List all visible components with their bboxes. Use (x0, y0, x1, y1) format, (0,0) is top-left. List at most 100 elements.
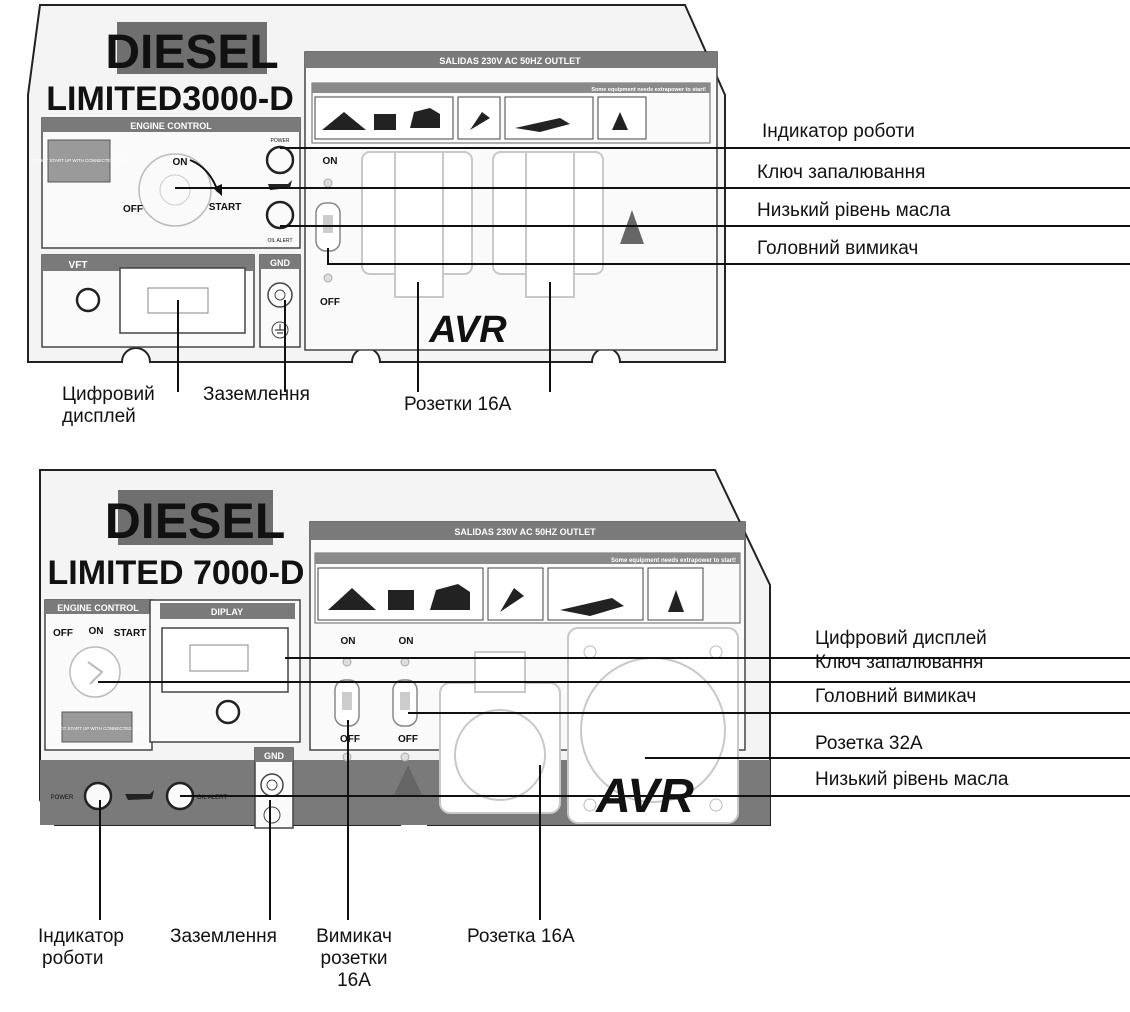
callout-socket-switch-2-line3: 16A (337, 970, 371, 991)
panel2-breaker2-off: OFF (398, 734, 418, 745)
panel1-equipment-icons-3 (504, 96, 594, 140)
callout-socket-switch-2-line1: Вимикач (316, 926, 392, 947)
panel1-ignition-key-core (159, 174, 191, 206)
panel2-digital-display-screen (189, 644, 249, 672)
panel2-model: LIMITED 7000-D (48, 554, 305, 592)
panel1-ground-symbol (275, 324, 285, 334)
callout-main-switch-2: Головний вимикач (815, 686, 977, 707)
panel2-key-start: START (114, 628, 147, 639)
panel2-key-off: OFF (53, 628, 73, 639)
panel1-warning-text: DO NOT START UP WITH CONNECTED LOAD (31, 158, 128, 163)
callout-ignition-key-2: Ключ запалювання (815, 652, 984, 673)
panel1-plug-icon (612, 112, 628, 130)
panel2-plug-icon (668, 590, 684, 612)
panel1-gnd-title: GND (270, 258, 291, 268)
panel1-equipment-banner-bar (312, 83, 710, 93)
callout-work-indicator-2: Індикатор роботи (38, 926, 124, 970)
panel2-ignition-key[interactable] (69, 646, 121, 698)
panel2-key-on: ON (89, 626, 104, 637)
panel1-gnd-terminal-inner (274, 289, 286, 301)
panel2-socket-breaker-lever (400, 692, 410, 710)
panel2-ground-icon (263, 806, 281, 824)
panel1-outlet-header (305, 52, 717, 68)
panel2-ignition-key-slot (87, 661, 104, 685)
panel2-leader-lines (98, 657, 1130, 920)
panel2-led-2a (400, 657, 410, 667)
panel1-gnd-header (260, 255, 300, 269)
panel1-digital-display (119, 267, 246, 334)
panel2-warning-box (61, 711, 133, 743)
callout-low-oil-1: Низький рівень масла (757, 200, 951, 221)
panel2-compressor-icon (328, 588, 376, 610)
panel2-warning-text: DO NOT START UP WITH CONNECTED LOAD (49, 726, 146, 731)
panel1-oil-alert-label: OIL ALERT (267, 238, 292, 244)
panel2-socket-32a-screw-3 (583, 798, 597, 812)
panel2-outlet-subtitle: Some equipment needs extrapower to start… (611, 558, 736, 564)
panel2-engine-control-title: ENGINE CONTROL (57, 603, 139, 613)
panel2-breaker2-on: ON (399, 636, 414, 647)
panel1-tank-icon (410, 108, 440, 128)
callout-low-oil-2: Низький рівень масла (815, 769, 1009, 790)
panel2-equipment-banner-bar (315, 553, 740, 564)
panel2-socket-32a-screw-4 (709, 798, 723, 812)
panel2-drill-icon (500, 588, 524, 612)
panel2-brand: DIESEL (105, 493, 286, 549)
panel1-power-lamp (265, 145, 295, 175)
callout-socket-switch-2: Вимикач розетки 16A (312, 926, 396, 992)
panel2-led-2b (400, 752, 410, 762)
panel1-outlet-subtitle: Some equipment needs extrapower to start… (591, 87, 706, 93)
panel1-breaker-off: OFF (320, 297, 340, 308)
panel2-power-label: POWER (51, 795, 74, 801)
panel2-led-1a (342, 657, 352, 667)
panel-limited-3000: DIESEL LIMITED3000-D ENGINE CONTROL DO N… (27, 4, 726, 363)
panel1-leader-lines (175, 147, 1130, 392)
panel2-breaker1-off: OFF (340, 734, 360, 745)
panel1-model: LIMITED3000-D (46, 80, 294, 118)
panel2-gnd-terminal (260, 773, 284, 797)
panel1-power-label: POWER (271, 138, 290, 144)
panel2-oil-can-icon (125, 790, 154, 800)
panel2-brand-box (118, 490, 273, 545)
callout-work-indicator-1: Індикатор роботи (762, 121, 915, 142)
panel1-drill-icon (470, 112, 490, 130)
leader-main-switch-1 (327, 248, 1130, 265)
panel1-socket-16a-2-lid (525, 151, 575, 298)
panel1-vft-title: VFT (69, 260, 88, 271)
panel1-brand: DIESEL (105, 26, 278, 79)
panel2-engine-control-header (45, 600, 152, 614)
panel2-motor-icon (388, 590, 414, 610)
panel1-engine-control-header (42, 118, 300, 132)
panel2-display-title: DIPLAY (211, 607, 243, 617)
panel2-oil-alert-label: OIL ALERT (197, 795, 227, 801)
panel2-breaker1-on: ON (341, 636, 356, 647)
panel2-outlet-title: SALIDAS 230V AC 50HZ OUTLET (454, 527, 596, 537)
panel1-vft-selector[interactable] (75, 287, 101, 313)
panel2-gnd-title: GND (264, 751, 285, 761)
panel1-key-off: OFF (123, 204, 143, 215)
panel2-hazard-icon (394, 765, 422, 795)
panel1-ignition-key[interactable] (138, 153, 212, 227)
panel1-motor-icon (374, 114, 396, 130)
panel1-socket-16a-1-lid (394, 151, 444, 298)
panel1-main-breaker-lever (323, 215, 333, 233)
panel2-display-header (160, 603, 295, 619)
panel2-power-lamp (83, 781, 113, 811)
panel1-breaker-on: ON (323, 156, 338, 167)
panel2-gnd-header (255, 748, 293, 762)
panel2-vft-selector[interactable] (215, 699, 241, 725)
panel2-gnd-terminal-inner (266, 779, 278, 791)
panel1-key-start: START (209, 202, 242, 213)
panel1-brand-box (117, 22, 267, 74)
panel1-gnd-terminal (267, 282, 293, 308)
panel1-avr: AVR (428, 309, 507, 351)
callout-ignition-key-1: Ключ запалювання (757, 162, 926, 183)
panel1-key-on: ON (173, 157, 188, 168)
callout-digital-display-1-line1: Цифровий (62, 384, 155, 405)
panel1-outlet-title: SALIDAS 230V AC 50HZ OUTLET (439, 56, 581, 66)
callout-work-indicator-2-line1: Індикатор (38, 926, 124, 947)
panel1-led-1 (323, 178, 333, 188)
callout-digital-display-1: Цифровий дисплей (62, 384, 155, 428)
panel1-led-2 (323, 273, 333, 283)
panel1-compressor-icon (322, 112, 366, 130)
